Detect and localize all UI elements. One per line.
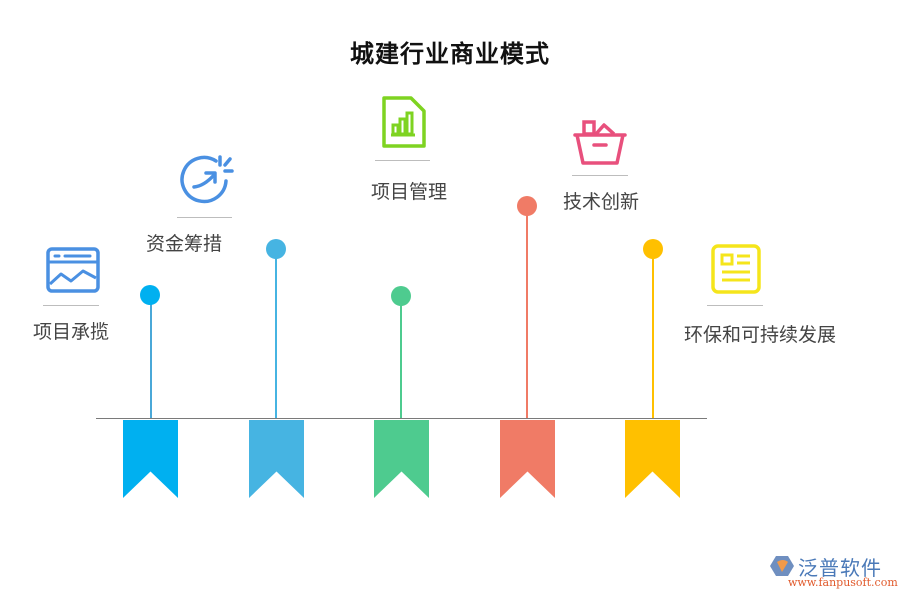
pin-head [517,196,537,216]
pin-head [140,285,160,305]
pin-stem [275,249,277,419]
item-label: 技术创新 [562,191,639,213]
ribbon-flag [500,420,555,498]
pin-stem [400,296,402,419]
basket-icon [573,120,627,165]
divider [375,160,430,161]
ribbon-flag [374,420,429,498]
pin-stem [150,295,152,419]
brand-url: www.fanpusoft.com [788,576,898,589]
ribbon-flag [123,420,178,498]
pin-stem [526,206,528,419]
document-chart-icon [382,96,426,148]
divider [572,175,628,176]
pin-head [643,239,663,259]
ribbon-flag [625,420,680,498]
item-label: 资金筹措 [145,233,222,255]
baseline-axis [96,418,707,419]
divider [43,305,99,306]
brand-name: 泛普软件 [798,556,882,580]
item-label: 项目管理 [370,181,447,203]
pin-head [391,286,411,306]
growth-arrow-icon [180,155,234,204]
item-label: 环保和可持续发展 [683,324,836,346]
ribbon-flag [249,420,304,498]
brand-hexagon-icon [770,556,794,576]
item-label: 项目承揽 [32,321,109,343]
news-article-icon [711,244,761,294]
divider [177,217,232,218]
page-title: 城建行业商业模式 [350,40,550,68]
pin-head [266,239,286,259]
pin-stem [652,249,654,419]
divider [707,305,763,306]
landscape-window-icon [46,247,100,293]
